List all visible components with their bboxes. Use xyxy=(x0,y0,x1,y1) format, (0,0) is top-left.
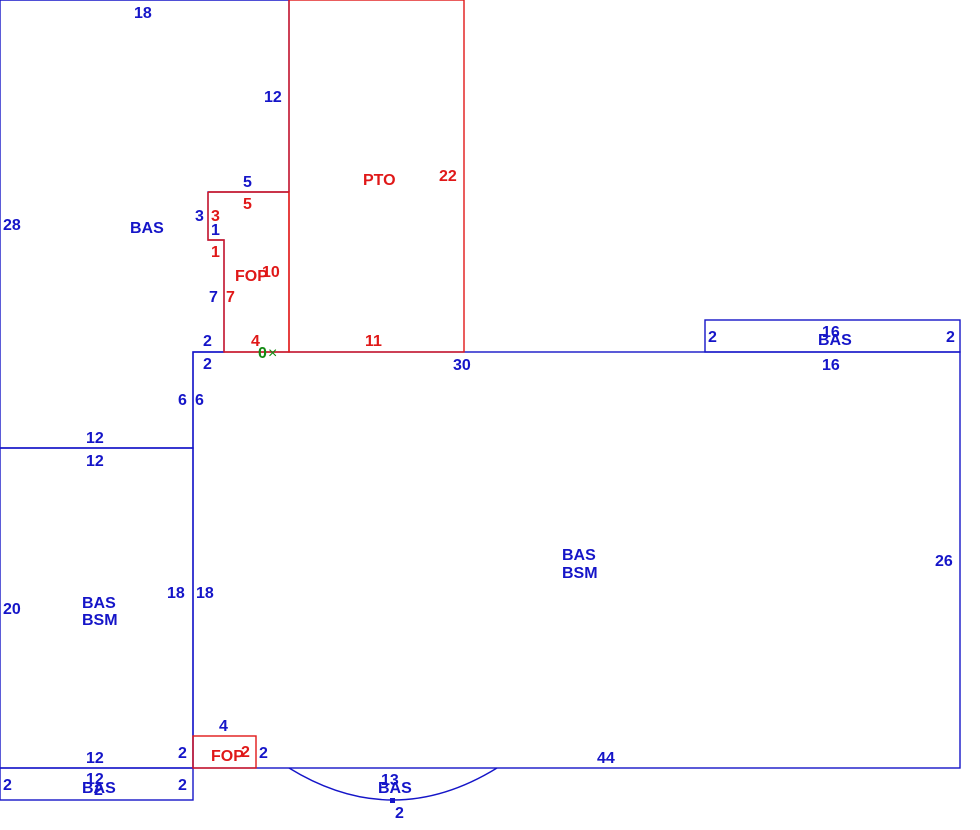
dim-label: 26 xyxy=(935,553,953,570)
dim-label: 18 xyxy=(167,585,185,602)
dim-label: 6 xyxy=(195,392,204,409)
dim-label: 2 xyxy=(708,329,717,346)
x-marker-icon: × xyxy=(268,345,277,362)
dim-label: 2 xyxy=(203,356,212,373)
dim-label: 7 xyxy=(226,289,235,306)
dim-label: 22 xyxy=(439,168,457,185)
dim-label: 2 xyxy=(395,805,404,822)
dim-label: 12 xyxy=(86,750,104,767)
dim-label: 13 xyxy=(381,772,399,789)
dim-label: 2 xyxy=(178,777,187,794)
area-label-bas-lower-left: BAS xyxy=(82,595,116,612)
dim-label: 12 xyxy=(264,89,282,106)
area-label-bas-right-strip: BAS xyxy=(818,332,852,349)
dim-label: 6 xyxy=(178,392,187,409)
dim-label: 2 xyxy=(259,745,268,762)
area-labels: BAS PTO FOP 10 BAS BSM BAS BSM BAS BAS F… xyxy=(82,172,852,797)
area-label-bas-left: BAS xyxy=(130,220,164,237)
dim-label: 18 xyxy=(134,5,152,22)
dim-fop-lower: 2 xyxy=(241,744,250,761)
dim-label: 2 xyxy=(3,777,12,794)
area-label-bas-main: BAS xyxy=(562,547,596,564)
dim-label: 3 xyxy=(211,208,220,225)
area-label-pto: PTO xyxy=(363,172,396,189)
dim-label: 16 xyxy=(822,357,840,374)
origin-marker-label: 0 xyxy=(258,345,267,362)
bas-left-strip-outline xyxy=(0,767,194,801)
dim-label: 12 xyxy=(86,771,104,788)
dim-label: 12 xyxy=(86,430,104,447)
dim-label: 4 xyxy=(251,333,260,350)
dim-label: 11 xyxy=(365,333,382,350)
dim-label: 18 xyxy=(196,585,214,602)
dim-fop-upper: 10 xyxy=(262,264,280,281)
dim-label: 5 xyxy=(243,196,252,213)
bay-point-marker xyxy=(390,798,395,803)
bas-right-strip-outline xyxy=(704,319,961,353)
dim-label: 4 xyxy=(219,718,228,735)
dim-label: 2 xyxy=(946,329,955,346)
dim-label: 2 xyxy=(178,745,187,762)
dim-label: 2 xyxy=(94,782,103,799)
bas-bsm-main-outline xyxy=(192,351,961,769)
dim-label: 1 xyxy=(211,244,220,261)
blue-outlines xyxy=(0,0,961,803)
pto-outline xyxy=(288,0,465,353)
dim-label: 20 xyxy=(3,601,21,618)
dim-label: 28 xyxy=(3,217,21,234)
dim-label: 16 xyxy=(822,324,840,341)
dim-label: 3 xyxy=(195,208,204,225)
dim-label: 2 xyxy=(203,333,212,350)
area-label-bas-bay: BAS xyxy=(378,780,412,797)
dim-label: 30 xyxy=(453,357,471,374)
fop-lower-outline xyxy=(192,735,257,769)
area-label-bsm-lower-left: BSM xyxy=(82,612,118,629)
dim-label: 7 xyxy=(209,289,218,306)
dim-label: 5 xyxy=(243,174,252,191)
fop-upper-outline xyxy=(207,191,290,353)
area-label-fop-upper: FOP xyxy=(235,268,268,285)
dim-label: 12 xyxy=(86,453,104,470)
dimension-labels: 18 12 28 5 3 1 2 2 6 6 12 12 20 18 18 12… xyxy=(3,5,955,822)
area-label-fop-lower: FOP xyxy=(211,748,244,765)
dim-label: 44 xyxy=(597,750,615,767)
dim-label: 1 xyxy=(211,222,220,239)
area-label-bas-left-strip: BAS xyxy=(82,780,116,797)
red-outlines xyxy=(192,0,465,769)
area-label-bsm-main: BSM xyxy=(562,565,598,582)
